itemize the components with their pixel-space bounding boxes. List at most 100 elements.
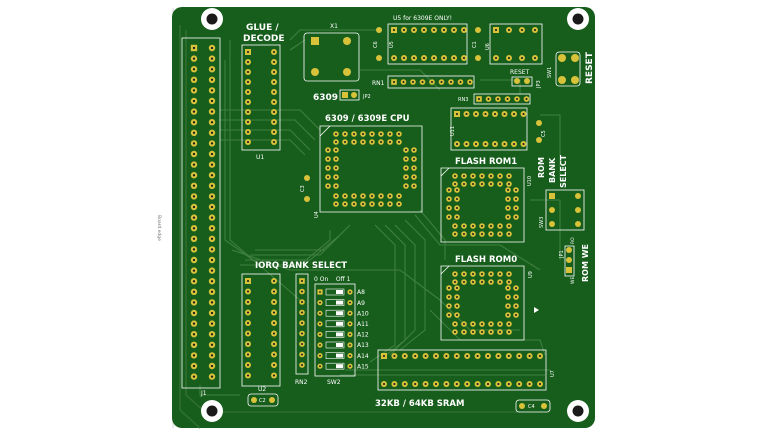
drill-hole	[412, 28, 416, 32]
flash-rom1-plcc: FLASH ROM1 U10	[440, 157, 533, 243]
drill-hole	[456, 189, 458, 191]
drill-hole	[192, 301, 196, 304]
switch-label: A8	[357, 289, 365, 296]
svg-text:C5: C5	[541, 130, 547, 137]
drill-hole	[246, 311, 250, 314]
drill-hole	[454, 183, 456, 185]
drill-hole	[362, 141, 364, 143]
drill-hole	[192, 110, 196, 113]
svg-text:RESET: RESET	[510, 69, 530, 76]
drill-hole	[246, 321, 250, 325]
drill-hole	[507, 189, 509, 191]
drill-hole	[327, 185, 329, 187]
drill-hole	[490, 331, 492, 333]
drill-hole	[402, 81, 405, 83]
drill-hole	[210, 205, 214, 209]
drill-hole	[382, 382, 386, 386]
drill-hole	[448, 189, 450, 191]
drill-hole	[493, 112, 497, 116]
dip-switch-slot	[325, 320, 345, 328]
drill-hole	[301, 322, 303, 324]
drill-hole	[499, 331, 501, 333]
drill-hole	[192, 237, 196, 240]
drill-hole	[192, 290, 196, 293]
drill-hole	[414, 382, 417, 386]
drill-hole	[272, 311, 276, 314]
drill-hole	[448, 305, 450, 307]
drill-hole	[192, 258, 196, 262]
drill-hole	[493, 142, 497, 146]
svg-text:RO: RO	[570, 237, 576, 244]
drill-hole	[210, 163, 214, 166]
drill-hole	[448, 296, 450, 298]
drill-hole	[192, 99, 196, 103]
drill-hole	[210, 311, 214, 315]
drill-hole	[192, 354, 196, 357]
svg-text:C4: C4	[528, 404, 535, 410]
drill-hole	[413, 167, 415, 169]
drill-hole	[319, 344, 321, 346]
drill-hole	[454, 225, 456, 227]
svg-text:JP2: JP2	[362, 94, 371, 100]
drill-hole	[522, 112, 525, 116]
svg-text:U4: U4	[314, 211, 320, 218]
drill-hole	[450, 81, 452, 83]
drill-hole	[454, 233, 456, 235]
svg-text:DECODE: DECODE	[243, 34, 285, 44]
svg-text:U7: U7	[550, 370, 556, 377]
drill-hole	[246, 130, 250, 134]
drill-hole	[405, 149, 407, 151]
drill-hole	[499, 281, 501, 283]
drill-hole	[301, 290, 303, 293]
dip-switch-knob	[336, 364, 343, 369]
drill-hole	[442, 56, 446, 60]
dip-switch-slot	[325, 299, 345, 306]
drill-hole	[405, 167, 407, 169]
svg-text:JP3: JP3	[536, 80, 542, 89]
drill-hole	[486, 354, 490, 358]
drill-hole	[210, 322, 214, 325]
drill-hole	[210, 216, 214, 219]
drill-hole	[192, 131, 196, 134]
drill-hole	[445, 382, 448, 386]
u1-glue-decode: GLUE / DECODE U1	[241, 23, 285, 161]
svg-text:X1: X1	[330, 23, 338, 30]
svg-text:6309: 6309	[313, 93, 338, 103]
drill-hole	[192, 121, 196, 124]
sw1-reset-switch: SW1 RESET	[547, 51, 595, 87]
drill-hole	[442, 28, 446, 32]
drill-hole	[246, 110, 250, 114]
drill-hole	[481, 323, 483, 325]
drill-hole	[402, 28, 406, 32]
drill-hole	[301, 353, 303, 356]
drill-hole	[371, 141, 373, 143]
drill-hole	[210, 121, 214, 124]
drill-hole	[515, 207, 517, 209]
drill-hole	[393, 81, 395, 83]
drill-hole	[440, 81, 443, 83]
drill-hole	[507, 314, 509, 316]
drill-hole	[503, 112, 506, 116]
drill-hole	[454, 273, 456, 275]
drill-hole	[525, 98, 528, 100]
drill-hole	[192, 68, 196, 71]
dip-switch-slot	[325, 352, 345, 359]
dip-switch-slot	[325, 309, 345, 317]
switch-label: A14	[357, 353, 369, 360]
drill-hole	[393, 354, 396, 358]
iorq-bank-select: IORQ BANK SELECT U2 RN2 0 On Off 1 A8A9A…	[241, 261, 369, 393]
dip-switch-knob	[336, 343, 343, 347]
drill-hole	[349, 312, 351, 315]
svg-text:GLUE /: GLUE /	[246, 23, 279, 33]
drill-hole	[246, 50, 250, 54]
drill-hole	[380, 203, 382, 205]
dip-switch-knob	[336, 353, 343, 358]
drill-hole	[319, 322, 321, 325]
copper-traces	[179, 25, 561, 429]
drill-hole	[210, 152, 214, 156]
drill-hole	[499, 233, 501, 235]
drill-hole	[472, 175, 474, 177]
drill-hole	[246, 353, 250, 356]
drill-hole	[246, 342, 250, 346]
drill-hole	[508, 233, 510, 235]
